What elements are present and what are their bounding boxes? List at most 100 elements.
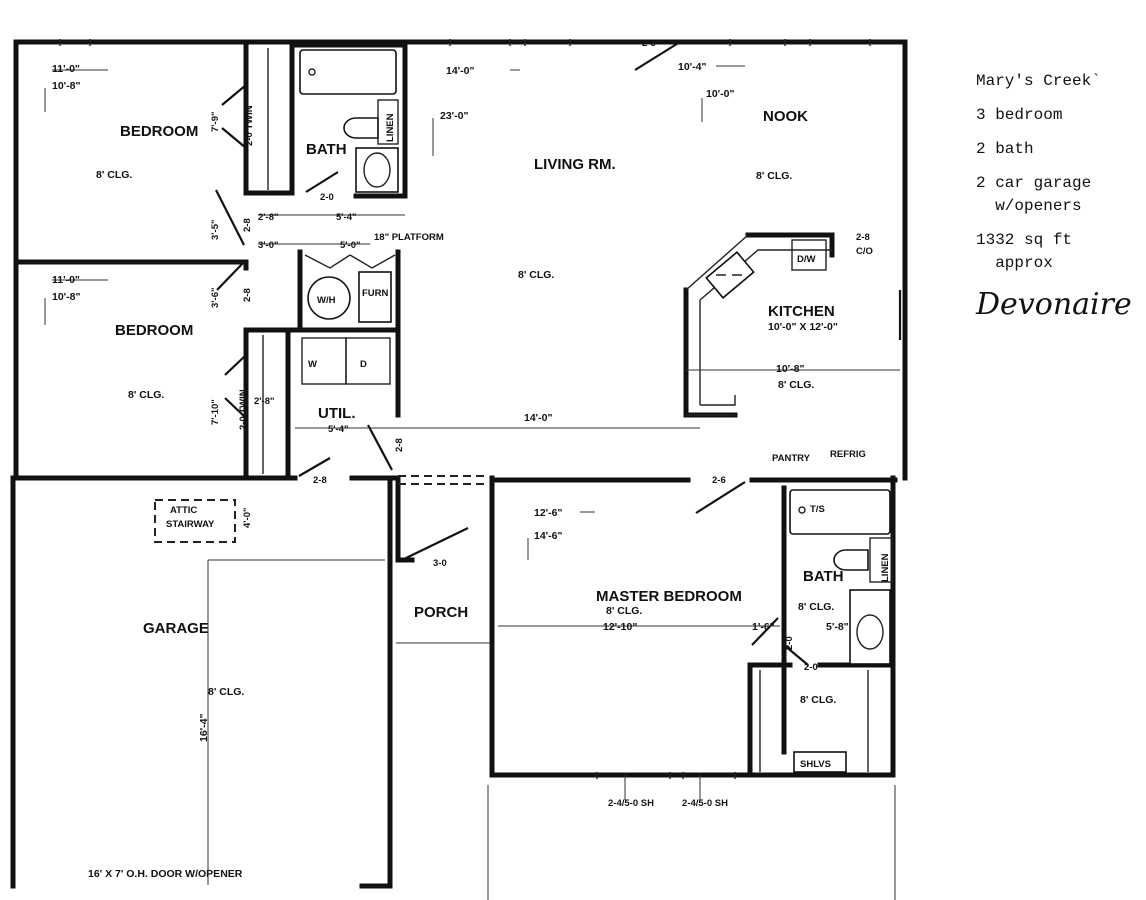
linen-label: LINEN bbox=[385, 113, 396, 142]
vanity-sink bbox=[355, 147, 399, 193]
living-depth: 23'-0" bbox=[440, 110, 469, 122]
washer-label: W bbox=[308, 359, 317, 370]
master-bath-door-2: 2-0 bbox=[804, 662, 818, 673]
living-ceiling: 8' CLG. bbox=[518, 269, 554, 281]
bath-count: 2 bath bbox=[976, 140, 1034, 158]
hall-width: 5'-4" bbox=[336, 212, 357, 223]
hall-14-0: 14'-0" bbox=[524, 412, 553, 424]
attic-stairway-box bbox=[154, 499, 236, 543]
toilet bbox=[343, 117, 379, 139]
garage-info-2: w/openers bbox=[976, 197, 1082, 215]
pantry-label: PANTRY bbox=[772, 453, 811, 464]
refrig-label: REFRIG bbox=[830, 449, 866, 460]
kitchen-ceiling: 8' CLG. bbox=[778, 379, 814, 391]
garage-length: 16'-4" bbox=[198, 713, 210, 742]
room-bedroom-2: BEDROOM bbox=[115, 322, 193, 339]
room-bedroom-1: BEDROOM bbox=[120, 123, 198, 140]
master-ceiling: 8' CLG. bbox=[606, 605, 642, 617]
tub-shower bbox=[789, 489, 891, 535]
room-master-bath: BATH bbox=[803, 568, 844, 585]
hall-3-0: 3'-0" bbox=[258, 240, 279, 251]
hall-door-dim: 2'-8" bbox=[258, 212, 279, 223]
community-name: Mary's Creek` bbox=[976, 72, 1101, 90]
bath-door-label: 2-0 bbox=[320, 192, 334, 203]
furnace bbox=[358, 271, 392, 323]
closet-1-height: 7'-9" bbox=[210, 112, 221, 133]
room-master-bedroom: MASTER BEDROOM bbox=[596, 588, 742, 605]
platform-label: 18" PLATFORM bbox=[374, 232, 444, 243]
bedroom-1-width: 11'-0" bbox=[52, 63, 80, 75]
hall-5-0: 5'-0" bbox=[340, 240, 361, 251]
room-bath: BATH bbox=[306, 141, 347, 158]
closet-1-label: 2-0 TWIN bbox=[244, 105, 255, 146]
dryer-label: D bbox=[360, 359, 367, 370]
room-nook: NOOK bbox=[763, 108, 808, 125]
attic-label-1: ATTIC bbox=[170, 505, 197, 516]
water-heater bbox=[307, 276, 351, 320]
bathtub bbox=[299, 49, 397, 95]
water-heater-label: W/H bbox=[317, 295, 336, 306]
utility-fixtures bbox=[301, 254, 396, 385]
nook-ceiling: 8' CLG. bbox=[756, 170, 792, 182]
nook-width: 10'-4" bbox=[678, 61, 707, 73]
room-porch: PORCH bbox=[414, 604, 468, 621]
exterior-walls bbox=[10, 39, 908, 889]
furnace-label: FURN bbox=[362, 288, 389, 299]
area-info-2: approx bbox=[976, 254, 1053, 272]
shelves-label: SHLVS bbox=[800, 759, 831, 770]
bedroom-1-depth: 10'-8" bbox=[52, 80, 81, 92]
room-garage: GARAGE bbox=[143, 620, 209, 637]
master-bath-door: 2-0 bbox=[784, 636, 795, 650]
tub-shower-label: T/S bbox=[810, 504, 825, 515]
bedroom-2-ceiling: 8' CLG. bbox=[128, 389, 164, 401]
bedroom-2-depth: 10'-8" bbox=[52, 291, 81, 303]
front-door-label: 2-8 bbox=[642, 38, 656, 49]
coat-closet-label: C/O bbox=[856, 246, 873, 257]
bedroom-2-width: 11'-0" bbox=[52, 274, 80, 286]
closet-shelves bbox=[262, 48, 869, 773]
window-2-label: 2-4/5-0 SH bbox=[682, 798, 728, 809]
kitchen-size: 10'-0" X 12'-0" bbox=[768, 321, 838, 333]
bedroom-1-ceiling: 8' CLG. bbox=[96, 169, 132, 181]
hall-dashed bbox=[154, 475, 488, 543]
util-door-label: 2-8 bbox=[394, 438, 405, 452]
attic-label-2: STAIRWAY bbox=[166, 519, 215, 530]
room-living: LIVING RM. bbox=[534, 156, 616, 173]
plan-info-panel: Mary's Creek` 3 bedroom 2 bath 2 car gar… bbox=[976, 70, 1141, 322]
master-bath-ceiling: 8' CLG. bbox=[798, 601, 834, 613]
master-1-6: 1'-6" bbox=[752, 621, 775, 633]
windows bbox=[59, 39, 871, 779]
closet-2-height: 7'-10" bbox=[210, 399, 221, 425]
util-width: 5'-4" bbox=[328, 424, 349, 435]
nook-depth: 10'-0" bbox=[706, 88, 735, 100]
coat-closet-size: 2-8 bbox=[856, 232, 870, 243]
bedroom-count: 3 bedroom bbox=[976, 106, 1063, 124]
dimension-lines bbox=[44, 65, 900, 900]
kitchen-width: 10'-8" bbox=[776, 363, 805, 375]
walk-in-closet-ceiling: 8' CLG. bbox=[800, 694, 836, 706]
living-width: 14'-0" bbox=[446, 65, 475, 77]
bath-fixtures bbox=[299, 49, 893, 665]
hall-2-8: 2-8 bbox=[242, 218, 253, 232]
master-bath-width: 5'-8" bbox=[826, 621, 849, 633]
util-door-label-2: 2-8 bbox=[313, 475, 327, 486]
area-info-1: 1332 sq ft bbox=[976, 231, 1073, 249]
dishwasher-label: D/W bbox=[797, 254, 816, 265]
doors bbox=[215, 41, 902, 666]
model-name-signature: Devonaire bbox=[976, 287, 1132, 322]
master-depth: 14'-6" bbox=[534, 530, 563, 542]
shelves-box bbox=[793, 751, 847, 773]
hall-3-5: 3'-5" bbox=[210, 220, 221, 241]
room-util: UTIL. bbox=[318, 405, 356, 422]
garage-ceiling: 8' CLG. bbox=[208, 686, 244, 698]
master-bath-linen: LINEN bbox=[880, 553, 891, 582]
util-2-8: 2'-8" bbox=[254, 396, 275, 407]
porch-door-label: 3-0 bbox=[433, 558, 447, 569]
attic-width: 4'-0" bbox=[242, 508, 253, 529]
room-kitchen: KITCHEN bbox=[768, 303, 835, 320]
window-1-label: 2-4/5-0 SH bbox=[608, 798, 654, 809]
closet-2-label: 2-0 TWIN bbox=[238, 389, 249, 430]
master-vanity bbox=[849, 589, 891, 665]
hall-2-8b: 2-8 bbox=[242, 288, 253, 302]
